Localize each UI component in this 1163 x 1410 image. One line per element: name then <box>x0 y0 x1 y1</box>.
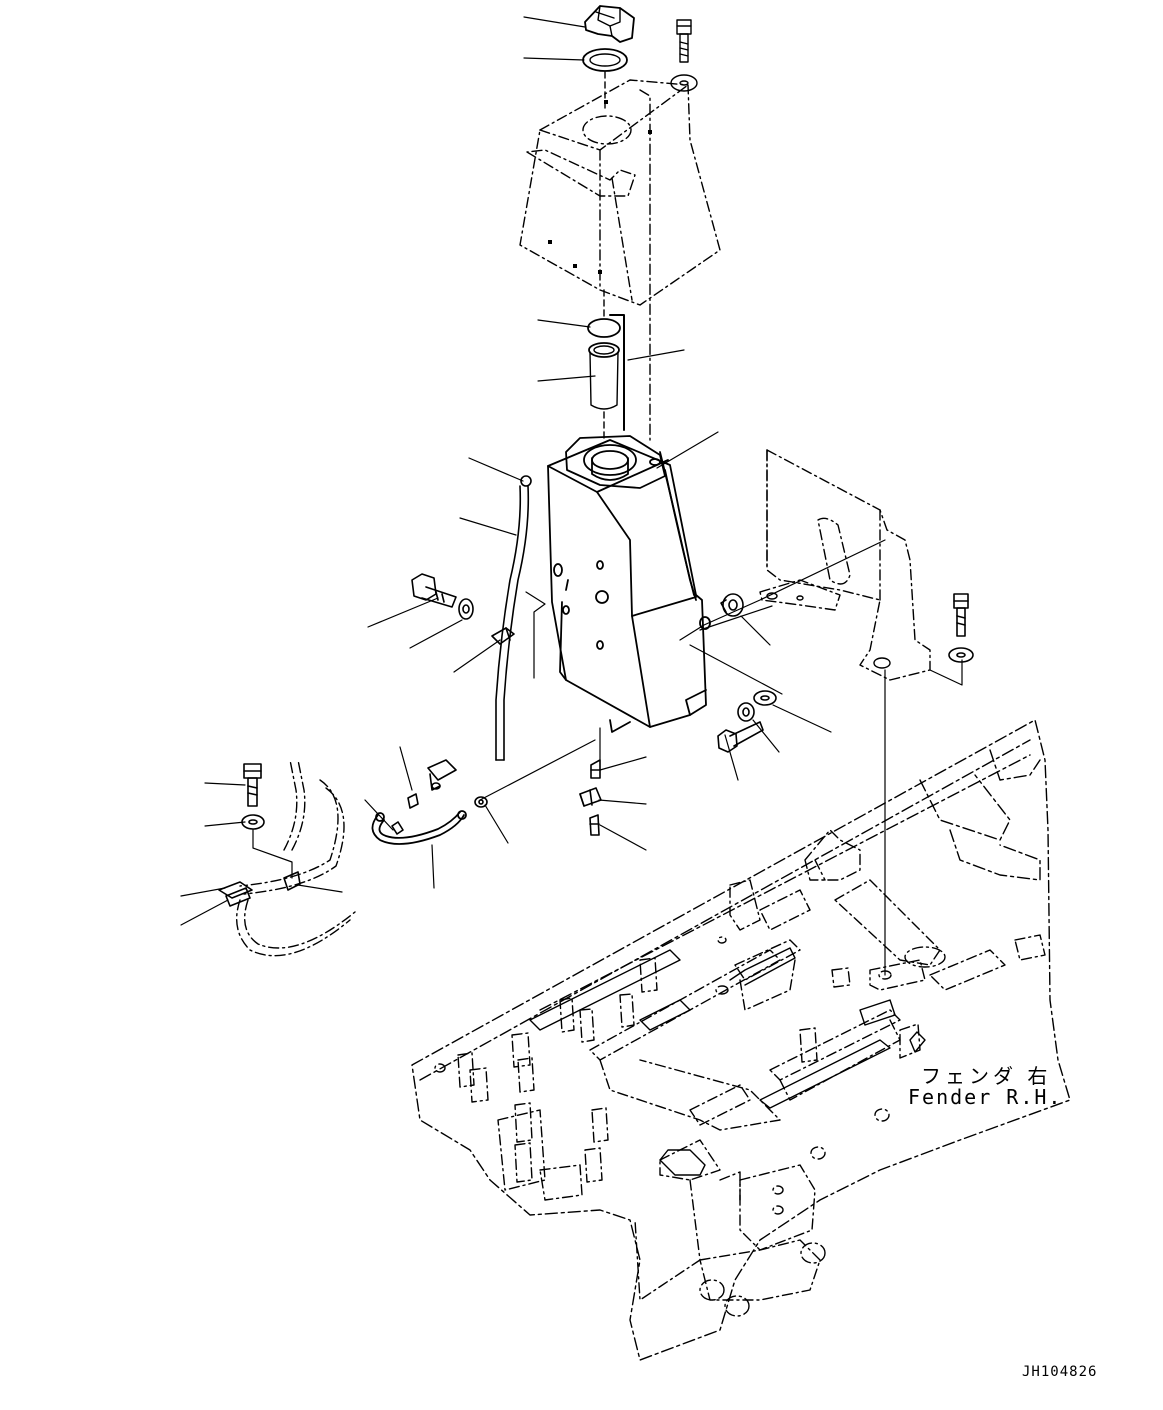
cover-holes <box>548 100 652 274</box>
fender-members <box>434 829 1046 1317</box>
mount-washer-small <box>737 702 755 722</box>
mount-bracket-phantom <box>759 449 931 681</box>
fender-solid-parts <box>529 947 926 1176</box>
fender-label-japanese: フェンダ 右 <box>921 1064 1052 1088</box>
curved-hose <box>371 810 467 845</box>
drain-nipple-upper <box>590 759 601 779</box>
fender-frame-phantom <box>411 719 1071 1361</box>
small-elbow-fitting <box>474 796 488 808</box>
callout-leaders <box>180 16 832 926</box>
hose-connector-tee <box>407 759 457 809</box>
fender-label-english: Fender R.H. <box>908 1085 1063 1109</box>
cover-bolt <box>676 19 692 63</box>
tank-bolt-left <box>411 573 457 608</box>
breather-tube <box>609 314 625 431</box>
bracket-washer <box>948 647 974 663</box>
cap-seal-ring <box>582 48 628 72</box>
washer-hose-bracket <box>252 829 293 879</box>
tank-mount-lines <box>525 539 886 695</box>
mount-washer-large <box>753 690 777 706</box>
overflow-hose <box>495 475 532 761</box>
bracket-holes <box>766 592 891 669</box>
tank-cover-phantom <box>519 79 721 441</box>
mount-bolt-right <box>717 721 764 753</box>
drain-clip <box>579 787 602 807</box>
reservoir-tank <box>547 435 711 733</box>
washer-hose-clamp <box>218 871 301 907</box>
bracket-bolt-leader <box>929 659 963 686</box>
drain-axis <box>479 739 596 801</box>
left-washer <box>241 814 265 830</box>
drain-nipple-lower <box>589 814 600 836</box>
washer-hose-phantom <box>236 759 356 957</box>
hose-connector-small <box>391 821 404 835</box>
hose-clamp <box>491 627 515 645</box>
strainer <box>588 342 620 410</box>
left-bolt <box>243 763 262 807</box>
strainer-o-ring <box>587 318 621 338</box>
mount-grommet <box>720 593 744 617</box>
filler-cap <box>584 5 635 43</box>
bracket-bolt <box>953 593 969 637</box>
drawing-number: JH104826 <box>1022 1364 1098 1380</box>
tank-washer-left <box>458 598 474 620</box>
